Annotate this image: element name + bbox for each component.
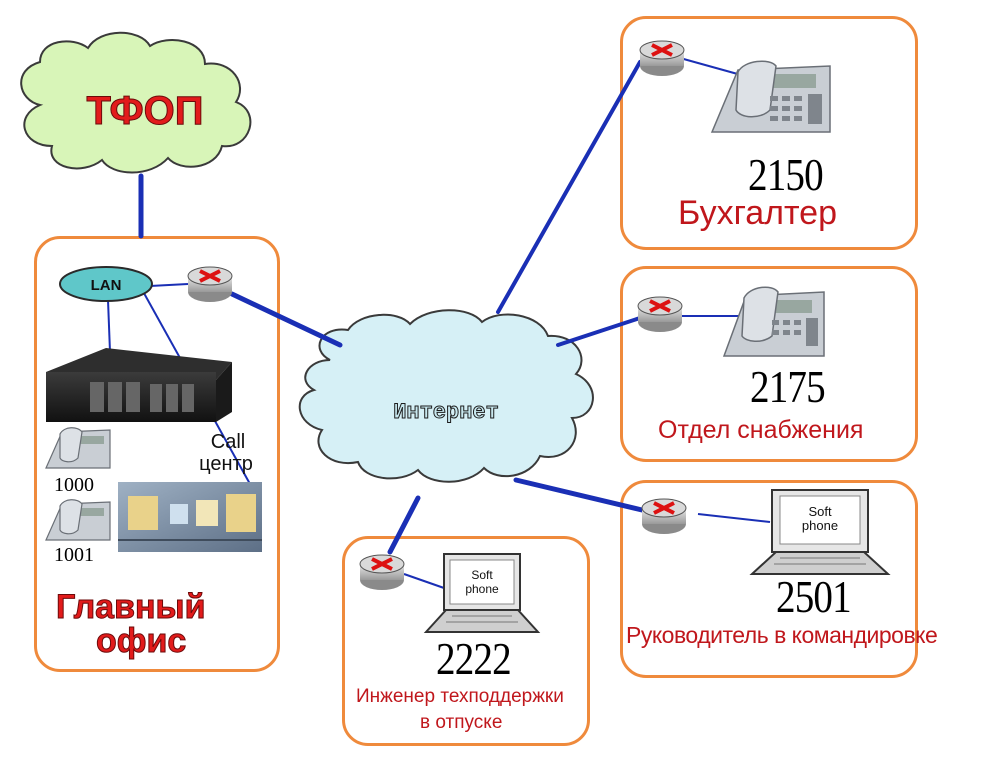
main-office-box	[34, 236, 280, 672]
softphone-2501-line2: phone	[802, 518, 838, 533]
link-lan-router	[149, 283, 189, 287]
desk-phone-1001	[45, 499, 111, 541]
engineer-label-line1: Инженер техподдержки	[356, 686, 564, 707]
manager-label: Руководитель в командировке	[626, 622, 938, 648]
link-office-internet	[229, 291, 343, 348]
links	[138, 60, 645, 555]
desk-phone-2150	[710, 60, 831, 133]
lan-hub	[59, 266, 153, 302]
supply-box	[620, 266, 918, 462]
softphone-2222-line1: Soft	[471, 568, 493, 582]
internet-label: Интернет	[393, 400, 499, 425]
ext-1000: 1000	[54, 474, 94, 496]
call-center-image	[118, 482, 262, 552]
softphone-2222-line2: phone	[465, 582, 499, 596]
link-router-laptop-2222	[403, 573, 445, 589]
accountant-box	[620, 16, 918, 250]
router-supply	[637, 296, 683, 332]
main-office-title-line1: Главный	[55, 588, 206, 627]
laptop-2501	[749, 489, 891, 575]
ext-2175: 2175	[750, 361, 826, 412]
link-internet-accountant	[496, 60, 642, 314]
manager-box	[620, 480, 918, 678]
engineer-box	[342, 536, 590, 746]
router-engineer	[359, 554, 405, 590]
softphone-2501-line1: Soft	[808, 504, 832, 519]
link-internet-engineer	[387, 495, 421, 555]
laptop-2222	[423, 553, 541, 633]
desk-phone-1000	[45, 427, 111, 469]
link-internet-supply	[556, 316, 642, 347]
pstn-label: ТФОП	[87, 89, 204, 133]
call-center-label-line1: Call	[211, 431, 245, 453]
desk-phone-2175	[722, 286, 825, 357]
accountant-label: Бухгалтер	[678, 194, 837, 232]
ext-1001: 1001	[54, 544, 94, 566]
engineer-label-line2: в отпуске	[420, 712, 503, 733]
ext-2150: 2150	[748, 149, 824, 200]
router-manager	[641, 498, 687, 534]
link-lan-pbx	[107, 299, 111, 353]
link-router-laptop-2501	[697, 513, 771, 523]
link-internet-manager	[513, 477, 645, 513]
internet-cloud	[298, 309, 594, 483]
main-office-title-line2: офис	[95, 622, 187, 661]
call-center-label-line2: центр	[199, 453, 253, 475]
pstn-cloud	[20, 31, 252, 174]
router-main-office	[187, 266, 233, 302]
router-accountant	[639, 40, 685, 76]
ext-2501: 2501	[776, 571, 852, 622]
lan-label: LAN	[91, 277, 122, 294]
pbx-unit	[46, 348, 232, 422]
ext-2222: 2222	[436, 633, 512, 684]
supply-label: Отдел снабжения	[658, 416, 864, 444]
